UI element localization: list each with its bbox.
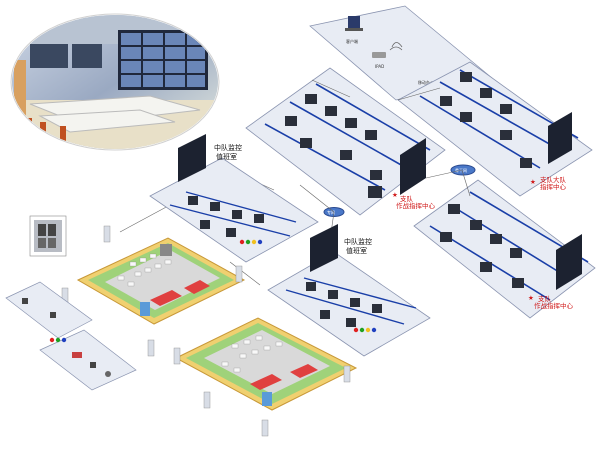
yard-lower [174,317,358,411]
zhongdui-lower-title-1: 中队监控 [344,237,372,246]
control-room-photo [10,13,220,151]
right-upper-panel: ★ 支队大队 指挥中心 [397,61,593,197]
upper-color-dots [239,239,263,245]
zhongdui-upper-title-2: 值班室 [216,152,237,161]
zhongdui-lower-title-2: 值班室 [346,246,367,255]
mobile-office-label: 移动办公 [418,79,434,85]
svg-text:专网: 专网 [327,209,335,215]
ipad-label: IPAD [375,64,384,69]
client-monitor-icon [348,16,360,28]
equipment-photo [29,215,67,257]
right-lower-star: ★ [528,294,534,302]
right-upper-video-wall [548,112,572,164]
lower-color-dots [353,327,377,333]
yard-upper [76,237,246,325]
upper-center-command-label-2: 作战指挥中心 [396,201,436,210]
right-upper-star: ★ [530,178,536,186]
zhongdui-lower-video-wall [310,224,338,272]
device-legend-panel [5,281,137,391]
upper-center-star: ★ [392,191,398,199]
zhongdui-lower-panel: 中队监控 值班室 [267,224,431,357]
video-wall-icon [400,138,426,195]
right-upper-title-2: 指挥中心 [540,182,567,191]
wifi-icon [389,42,403,51]
zhongdui-upper-video-wall [178,134,206,182]
right-lower-title-2: 作战指挥中心 [534,301,574,310]
zhongdui-upper-title-1: 中队监控 [214,143,242,152]
zhongdui-upper-panel: 中队监控 值班室 [149,134,319,263]
right-lower-video-wall [556,234,582,290]
upper-center-panel: ★ 支队 作战指挥中心 [245,67,446,216]
gate-posts [61,225,351,437]
upper-center-command-label: 支队 [400,194,414,203]
ipad-icon [372,52,386,58]
client-label: 客户端 [346,38,358,44]
right-upper-title-1: 支队大队 [540,175,567,184]
right-lower-title-1: 支队 [538,294,552,303]
right-lower-panel: ★ 支队 作战指挥中心 [413,179,596,319]
